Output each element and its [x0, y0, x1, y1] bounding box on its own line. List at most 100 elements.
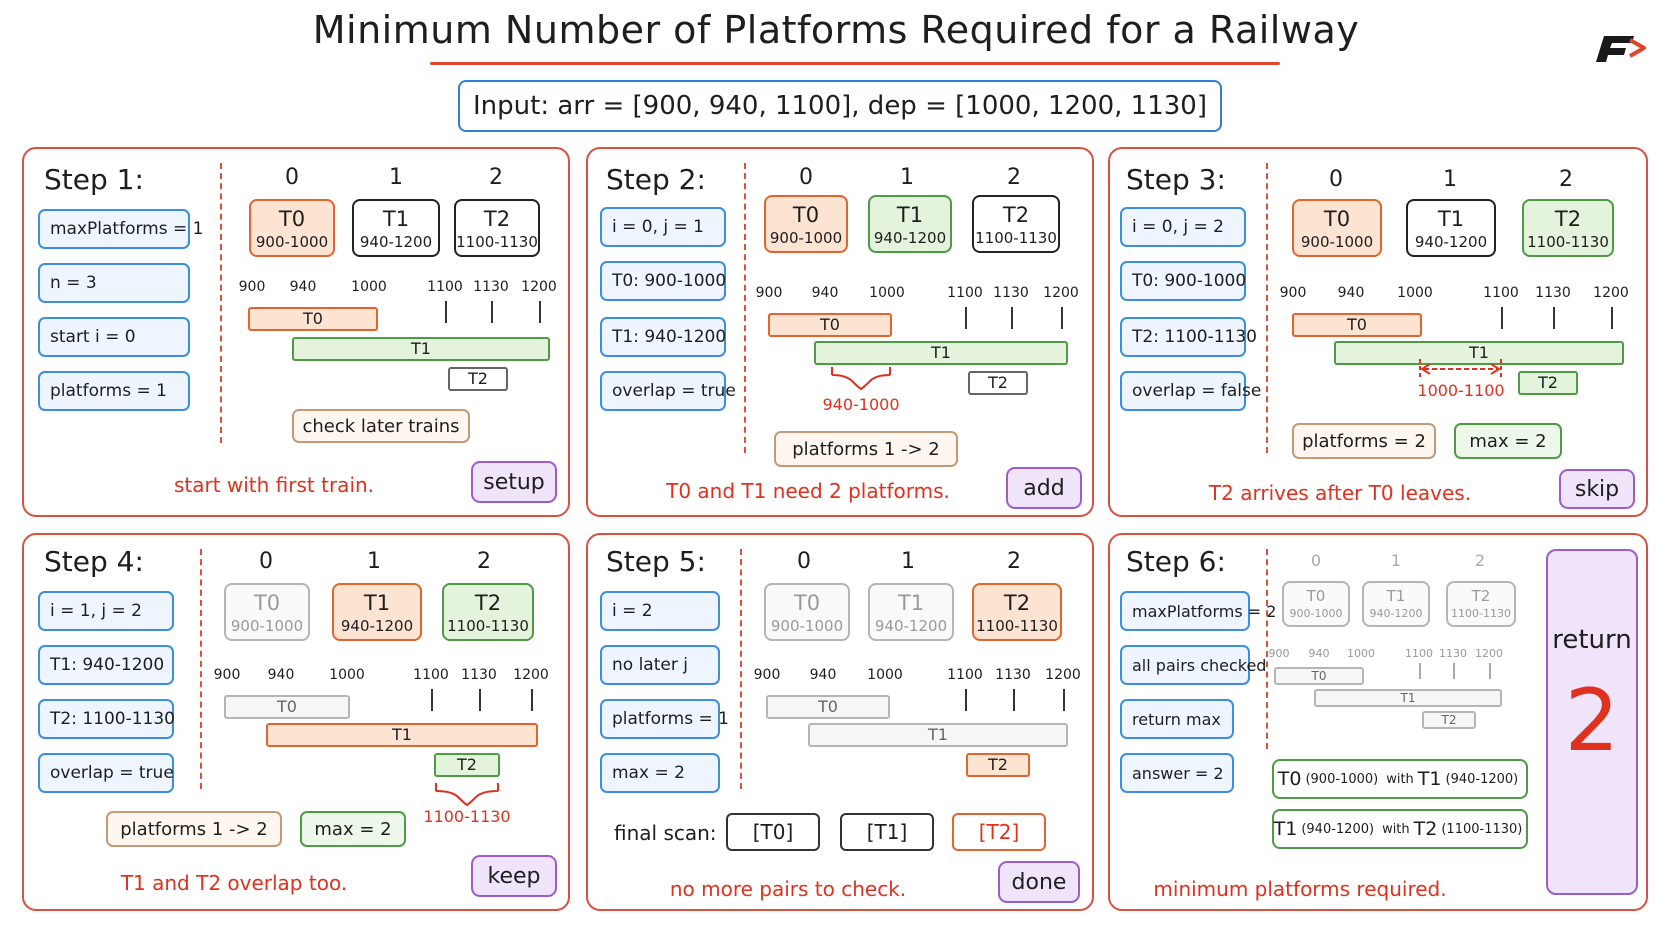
var-box: overlap = true	[600, 371, 736, 411]
tick	[445, 301, 447, 323]
tick-label: 1200	[1475, 647, 1503, 660]
var-box: maxPlatforms = 2	[1120, 591, 1276, 631]
max-box: max = 2	[300, 811, 406, 847]
var-box: overlap = false	[1120, 371, 1261, 411]
tick	[1061, 307, 1063, 329]
tick-label: 940	[809, 667, 837, 683]
tick-label: 1100	[413, 667, 449, 683]
tick-label: 1130	[1439, 647, 1467, 660]
divider	[740, 549, 742, 789]
var-box: all pairs checked	[1120, 645, 1266, 685]
tick-label: 1130	[473, 279, 509, 295]
var-box: i = 2	[600, 591, 720, 631]
var-box: i = 0, j = 2	[1120, 207, 1246, 247]
divider	[1266, 549, 1268, 749]
step6-panel: Step 6: maxPlatforms = 2 all pairs check…	[1108, 533, 1648, 911]
tick-label: 1200	[521, 279, 557, 295]
max-box: max = 2	[1454, 423, 1562, 459]
tick-label: 900	[1268, 647, 1290, 660]
index-label: 2	[1559, 167, 1573, 192]
var-box: answer = 2	[1120, 753, 1234, 793]
tick-label: 1200	[1045, 667, 1081, 683]
note-box: platforms 1 -> 2	[774, 431, 958, 467]
divider	[744, 163, 746, 453]
step2-panel: Step 2: i = 0, j = 1 T0: 900-1000 T1: 94…	[586, 147, 1094, 517]
index-label: 1	[1390, 551, 1402, 570]
page-title: Minimum Number of Platforms Required for…	[312, 8, 1360, 52]
index-label: 2	[1007, 165, 1021, 190]
index-label: 2	[477, 549, 491, 574]
caption: minimum platforms required.	[1153, 877, 1447, 901]
index-label: 0	[1310, 551, 1322, 570]
tick	[1013, 689, 1015, 711]
tick-label: 940	[267, 667, 295, 683]
var-box: T2: 1100-1130	[1120, 317, 1257, 357]
brand-logo-icon	[1590, 28, 1650, 68]
tick-label: 1200	[513, 667, 549, 683]
tick	[1489, 663, 1491, 679]
overlap-range: 940-1000	[822, 395, 900, 414]
index-label: 1	[900, 165, 914, 190]
overlap-range: 1100-1130	[423, 807, 511, 826]
var-box: start i = 0	[38, 317, 190, 357]
tick	[965, 689, 967, 711]
step-title: Step 2:	[606, 163, 706, 196]
timeline-bar-t2: T2	[968, 371, 1028, 395]
tick-label: 1000	[869, 285, 905, 301]
scan-label: final scan:	[614, 821, 717, 845]
tick-label: 900	[213, 667, 241, 683]
tick-label: 900	[755, 285, 783, 301]
step-title: Step 6:	[1126, 545, 1226, 578]
step1-panel: Step 1: maxPlatforms = 1 n = 3 start i =…	[22, 147, 570, 517]
tick	[1501, 307, 1503, 329]
overlap-brace	[435, 783, 499, 807]
caption: T2 arrives after T0 leaves.	[1208, 481, 1472, 505]
tag-done: done	[998, 861, 1080, 903]
timeline-bar-t1: T1	[808, 723, 1068, 747]
index-label: 1	[389, 165, 403, 190]
var-box: max = 2	[600, 753, 720, 793]
index-label: 0	[799, 165, 813, 190]
step5-panel: Step 5: i = 2 no later j platforms = 1 m…	[586, 533, 1094, 911]
gap-range: 1000-1100	[1417, 381, 1505, 400]
timeline-bar-t2: T2	[1422, 711, 1476, 729]
timeline-bar-t0: T0	[766, 695, 890, 719]
step-title: Step 4:	[44, 545, 144, 578]
overlap-brace	[831, 367, 891, 391]
timeline-bar-t1: T1	[266, 723, 538, 747]
var-box: T1: 940-1200	[38, 645, 174, 685]
tick-label: 1000	[329, 667, 365, 683]
step4-panel: Step 4: i = 1, j = 2 T1: 940-1200 T2: 11…	[22, 533, 570, 911]
tick	[1553, 307, 1555, 329]
tick-label: 1000	[867, 667, 903, 683]
tick-label: 940	[811, 285, 839, 301]
var-box: i = 0, j = 1	[600, 207, 726, 247]
step-title: Step 5:	[606, 545, 706, 578]
caption: T0 and T1 need 2 platforms.	[666, 479, 950, 503]
tick-label: 1200	[1593, 285, 1629, 301]
timeline-bar-t2: T2	[448, 367, 508, 391]
timeline-bar-t1: T1	[1314, 689, 1502, 707]
return-box: return 2	[1546, 549, 1638, 895]
timeline-bar-t2: T2	[1518, 371, 1578, 395]
tag-add: add	[1006, 467, 1082, 509]
tick-label: 1000	[351, 279, 387, 295]
gap-arrow	[1419, 359, 1502, 379]
timeline-bar-t2: T2	[434, 753, 500, 777]
tick-label: 1100	[947, 285, 983, 301]
step-title: Step 1:	[44, 163, 144, 196]
tag-setup: setup	[471, 461, 557, 503]
step3-panel: Step 3: i = 0, j = 2 T0: 900-1000 T2: 11…	[1108, 147, 1648, 517]
timeline-bar-t1: T1	[1334, 341, 1624, 365]
var-box: T0: 900-1000	[600, 261, 726, 301]
index-label: 0	[797, 549, 811, 574]
